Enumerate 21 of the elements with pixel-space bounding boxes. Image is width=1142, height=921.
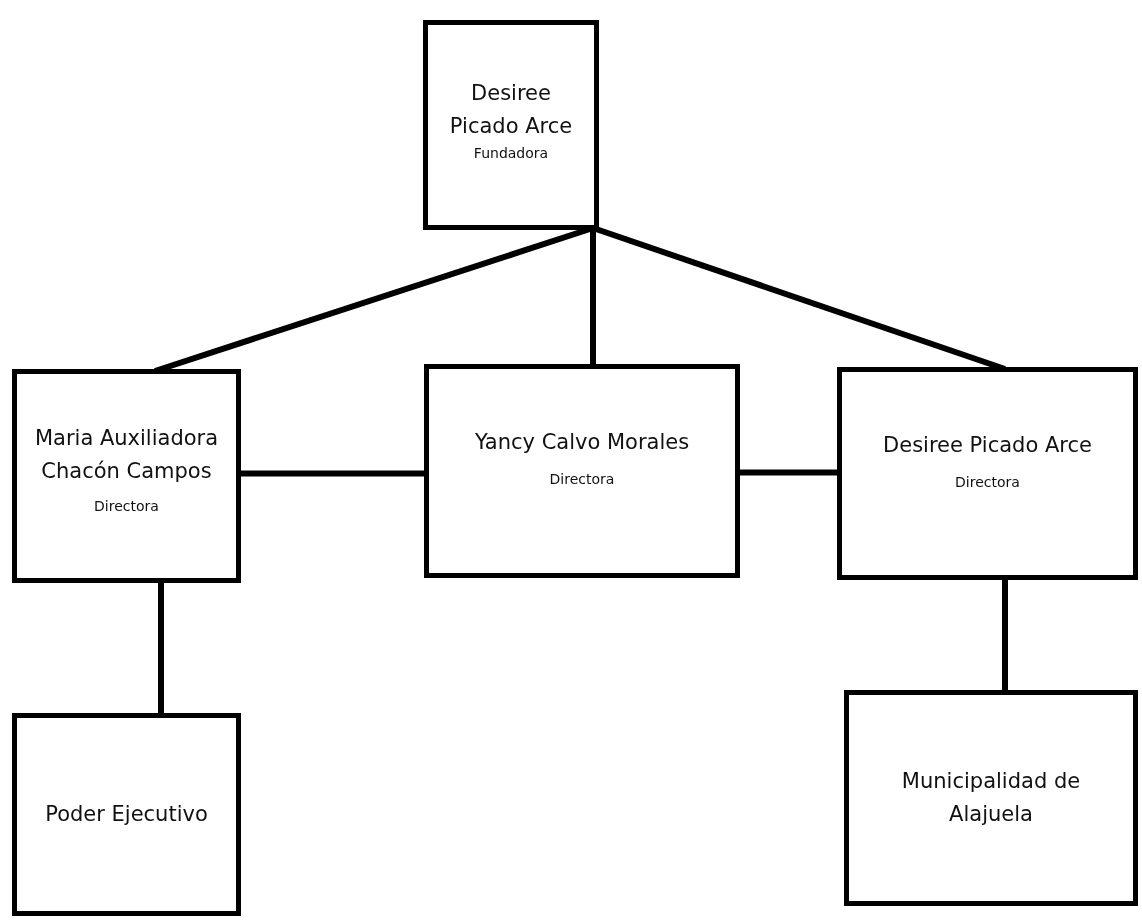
person-name: Desiree Picado Arce: [448, 80, 574, 140]
role-label: Directora: [549, 470, 615, 489]
person-name: Desiree Picado Arce: [883, 432, 1092, 459]
person-name: Maria Auxiliadora Chacón Campos: [33, 425, 220, 485]
org-box: [837, 367, 1138, 580]
role-label: Fundadora: [473, 144, 549, 163]
connector-line: [1002, 578, 1008, 692]
connector-line: [239, 470, 426, 477]
connector-line: [158, 581, 164, 715]
org-box: [424, 364, 740, 578]
org-box: [12, 369, 241, 583]
role-label: Directora: [94, 497, 159, 516]
org-box: [12, 713, 241, 916]
person-name: Poder Ejecutivo: [45, 801, 208, 828]
person-name: Municipalidad de Alajuela: [900, 768, 1082, 828]
person-name: Yancy Calvo Morales: [474, 429, 690, 456]
org-box: [423, 20, 599, 230]
connector-line: [738, 469, 839, 476]
connector-line: [590, 228, 596, 366]
org-box: [844, 690, 1138, 906]
role-label: Directora: [955, 473, 1020, 492]
